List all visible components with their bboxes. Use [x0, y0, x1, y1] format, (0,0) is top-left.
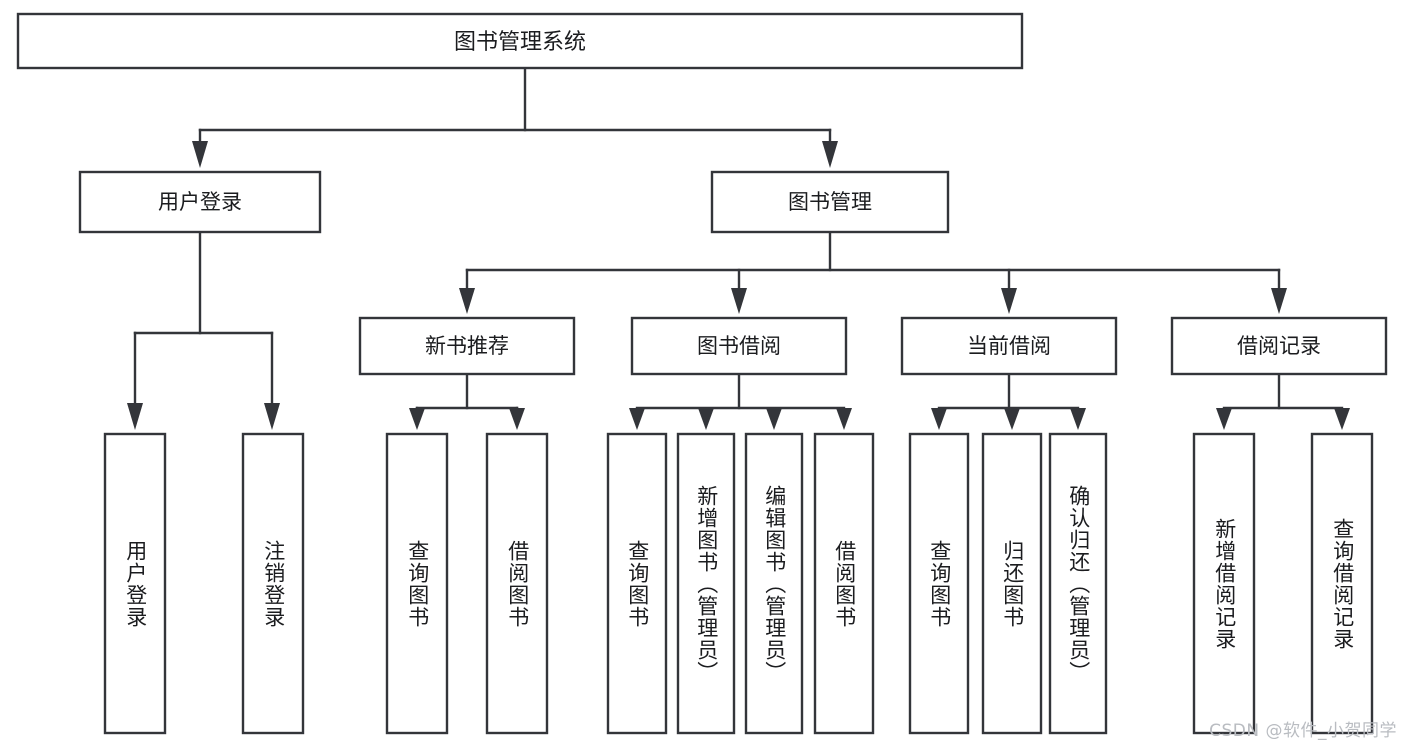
arrow-to-current-borrow	[1001, 288, 1017, 314]
leaf-edit-book-box[interactable]	[744, 432, 804, 735]
arrow-to-query-book-1	[409, 408, 425, 430]
node-book-borrow-label: 图书借阅	[697, 334, 781, 358]
node-book-manage-box[interactable]	[710, 170, 950, 234]
arrow-to-query-book-3	[931, 408, 947, 430]
leaf-query-record-box[interactable]	[1310, 432, 1374, 735]
connector-group-user-login-children	[127, 230, 280, 430]
leaf-query-book-1-box[interactable]	[385, 432, 449, 735]
leaf-add-record-box[interactable]	[1192, 432, 1256, 735]
arrow-to-book-manage	[822, 141, 838, 168]
arrow-to-query-record	[1334, 408, 1350, 430]
arrow-to-borrow-record	[1271, 288, 1287, 314]
node-book-manage[interactable]: 图书管理	[710, 170, 950, 234]
node-borrow-record[interactable]: 借阅记录	[1170, 316, 1388, 376]
node-book-borrow[interactable]: 图书借阅	[630, 316, 848, 376]
node-user-login[interactable]: 用户登录	[78, 170, 322, 234]
arrow-to-add-book	[698, 408, 714, 430]
connector-group-current-borrow-children	[931, 372, 1086, 430]
leaf-query-book-3-box[interactable]	[908, 432, 970, 735]
watermark: CSDN @软件_小贺同学	[1209, 721, 1397, 741]
leaf-borrow-book-1-box[interactable]	[485, 432, 549, 735]
node-borrow-record-box[interactable]	[1170, 316, 1388, 376]
connector-group-root-to-level2	[192, 66, 838, 168]
arrow-to-user-login	[192, 141, 208, 168]
arrow-to-return-book	[1004, 408, 1020, 430]
arrow-to-book-borrow	[731, 288, 747, 314]
arrow-to-edit-book	[766, 408, 782, 430]
node-new-book-recommend[interactable]: 新书推荐	[358, 316, 576, 376]
node-current-borrow-box[interactable]	[900, 316, 1118, 376]
node-book-borrow-box[interactable]	[630, 316, 848, 376]
arrow-to-new-book-rec	[459, 288, 475, 314]
connector-group-new-book-rec-children	[409, 372, 525, 430]
arrow-to-add-record	[1216, 408, 1232, 430]
connector-group-book-borrow-children	[629, 372, 852, 430]
leaf-box-group	[103, 432, 1374, 735]
connector-group-borrow-record-children	[1216, 372, 1350, 430]
node-borrow-record-label: 借阅记录	[1237, 334, 1321, 358]
arrow-to-borrow-book-1	[509, 408, 525, 430]
node-current-borrow-label: 当前借阅	[967, 334, 1051, 358]
leaf-add-book-box[interactable]	[676, 432, 736, 735]
arrow-to-leaf-user-login	[127, 403, 143, 430]
node-root-label: 图书管理系统	[454, 30, 586, 55]
arrow-to-leaf-logout	[264, 403, 280, 430]
arrow-to-query-book-2	[629, 408, 645, 430]
leaf-logout-box[interactable]	[241, 432, 305, 735]
leaf-confirm-return-box[interactable]	[1048, 432, 1108, 735]
leaf-query-book-2-box[interactable]	[606, 432, 668, 735]
node-current-borrow[interactable]: 当前借阅	[900, 316, 1118, 376]
node-root-box[interactable]	[16, 12, 1024, 70]
node-new-book-recommend-box[interactable]	[358, 316, 576, 376]
node-new-book-recommend-label: 新书推荐	[425, 334, 509, 358]
node-user-login-label: 用户登录	[158, 190, 242, 214]
node-book-manage-label: 图书管理	[788, 190, 872, 214]
node-user-login-box[interactable]	[78, 170, 322, 234]
leaf-borrow-book-2-box[interactable]	[813, 432, 875, 735]
leaf-return-book-box[interactable]	[981, 432, 1043, 735]
node-root[interactable]: 图书管理系统	[16, 12, 1024, 70]
connector-group-book-manage-children	[459, 230, 1287, 314]
arrow-to-confirm-return	[1070, 408, 1086, 430]
arrow-to-borrow-book-2	[836, 408, 852, 430]
leaf-user-login-box[interactable]	[103, 432, 167, 735]
